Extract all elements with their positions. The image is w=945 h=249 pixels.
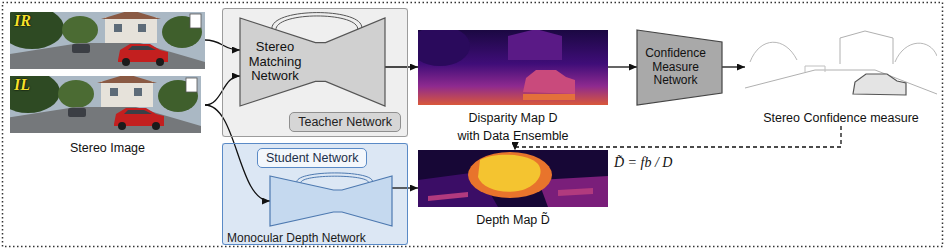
- image-area: [745, 30, 937, 105]
- confidence-map: Stereo Confidence measure: [745, 30, 937, 126]
- image-area: [418, 30, 608, 105]
- text-slot: IL: [14, 76, 30, 94]
- figure-caption: Depth Map D̃: [476, 213, 550, 227]
- network-label: Stereo Matching Network: [246, 40, 304, 85]
- flow-arrow: [385, 66, 418, 67]
- encoder-decoder-shape: [270, 176, 392, 226]
- text-slot: Stereo Confidence measure: [745, 108, 937, 126]
- text-slot: Confidence Measure Network: [640, 30, 711, 105]
- student-panel: [222, 143, 408, 245]
- image-symbol: IL: [14, 76, 30, 93]
- image-symbol: IR: [14, 12, 31, 29]
- text-slot: IR: [14, 12, 31, 30]
- text-slot: Depth Map D̃: [418, 210, 608, 228]
- figure-caption: Stereo Image: [70, 141, 145, 155]
- group-heading: Teacher Network: [289, 112, 401, 132]
- confidence-image: [745, 30, 937, 105]
- skip-connection: [276, 16, 358, 30]
- text-slot: Stereo Matching Network: [246, 18, 304, 106]
- depth-map: Depth Map D̃: [418, 150, 608, 228]
- group-heading: Student Network: [257, 148, 367, 168]
- teacher-panel: [222, 8, 408, 137]
- disparity-image: [410, 26, 608, 105]
- flow-arrow: [608, 66, 637, 67]
- disparity-map: Disparity Map D with Data Ensemble: [418, 30, 608, 144]
- flow-arrow: [392, 187, 418, 188]
- text-slot: Teacher Network: [289, 112, 401, 132]
- image-area: [418, 150, 608, 207]
- network-label: Monocular Depth Network: [227, 231, 366, 245]
- skip-connection: [301, 176, 369, 183]
- network-label: Confidence Measure Network: [640, 47, 711, 88]
- formula-label: D̃ = fb / D: [614, 155, 672, 170]
- student-group: Student NetworkMonocular Depth Network: [222, 143, 408, 245]
- text-slot: Disparity Map D with Data Ensemble: [457, 108, 570, 144]
- stereo-network: Stereo Matching Network: [240, 18, 385, 106]
- dashed-arrow: [514, 144, 515, 150]
- hourglass-outline: [270, 176, 392, 226]
- left-photo: [0, 71, 201, 133]
- depth-image: [418, 150, 608, 207]
- trapezoid-outline: [637, 30, 722, 105]
- label-slot: D̃ = fb / D: [614, 153, 672, 171]
- stereo-photo: IL: [10, 76, 205, 133]
- text-slot: Student Network: [257, 148, 367, 168]
- figure-caption: Disparity Map D with Data Ensemble: [457, 111, 568, 143]
- confidence-network: Confidence Measure Network: [637, 30, 722, 105]
- mono-network: Monocular Depth Network: [270, 176, 392, 226]
- label-slot: Stereo Image: [10, 138, 205, 156]
- text-slot: Monocular Depth Network: [227, 228, 366, 246]
- skip-connection: [297, 173, 373, 182]
- right-photo: [0, 7, 205, 69]
- hourglass-outline: [240, 18, 385, 106]
- teacher-group: Teacher Network Stereo Matching Network: [222, 8, 408, 137]
- figure-caption: Stereo Confidence measure: [763, 111, 919, 125]
- stereo-photo: IR: [10, 12, 205, 69]
- flow-arrow: [722, 66, 745, 67]
